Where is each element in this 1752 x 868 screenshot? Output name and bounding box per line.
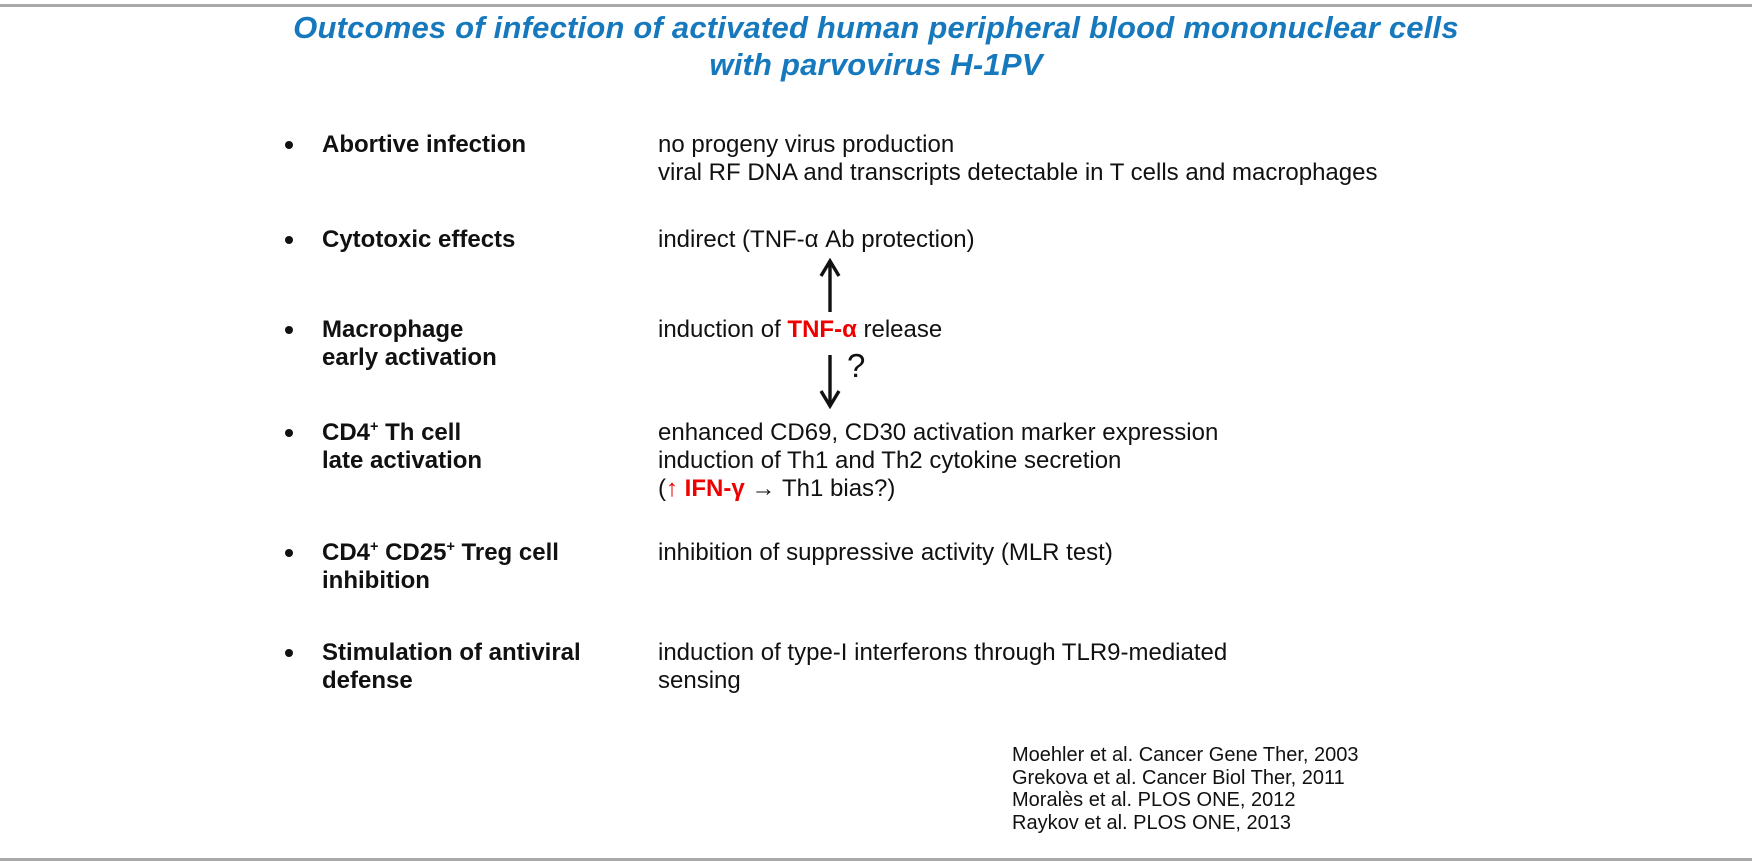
row-description: induction of type-I interferons through … <box>658 639 1227 695</box>
reference-item: Grekova et al. Cancer Biol Ther, 2011 <box>1012 766 1345 789</box>
row-desc-line: indirect (TNF-α Ab protection) <box>658 226 975 253</box>
row-label-line: inhibition <box>322 567 430 594</box>
row-desc-line: no progeny virus production <box>658 131 955 158</box>
row-label-line: late activation <box>322 447 483 474</box>
row-desc-line: inhibition of suppressive activity (MLR … <box>658 539 1113 566</box>
row-label: Cytotoxic effects <box>322 226 515 254</box>
row-desc-line: viral RF DNA and transcripts detectable … <box>658 159 1378 186</box>
row-label-line: defense <box>322 667 413 694</box>
question-mark: ? <box>847 347 866 384</box>
row-desc-line: enhanced CD69, CD30 activation marker ex… <box>658 419 1219 446</box>
row-label: Stimulation of antiviral defense <box>322 639 581 695</box>
row-label-line: CD4+ CD25+ Treg cell <box>322 539 559 566</box>
row-description: induction of TNF-α release <box>658 316 942 344</box>
reference-item: Raykov et al. PLOS ONE, 2013 <box>1012 811 1292 834</box>
row-label-line: Stimulation of antiviral <box>322 639 581 666</box>
page-title-line-1: Outcomes of infection of activated human… <box>293 10 1459 45</box>
row-label-line: Abortive infection <box>322 131 527 158</box>
page-title: Outcomes of infection of activated human… <box>0 9 1752 83</box>
slide-top-border <box>0 4 1752 7</box>
down-arrow-icon <box>814 353 846 410</box>
bullet-dot <box>285 429 293 437</box>
up-arrow-icon <box>814 257 846 314</box>
reference-item: Moehler et al. Cancer Gene Ther, 2003 <box>1012 744 1359 766</box>
row-label-line: early activation <box>322 344 497 371</box>
page-title-line-2: with parvovirus H-1PV <box>709 47 1043 82</box>
reference-item: Moralès et al. PLOS ONE, 2012 <box>1012 789 1296 811</box>
row-label-line: Cytotoxic effects <box>322 226 516 253</box>
bullet-dot <box>285 649 293 657</box>
row-desc-line: induction of type-I interferons through … <box>658 639 1228 666</box>
row-label-line: CD4+ Th cell <box>322 419 462 446</box>
row-label: CD4+ Th cell late activation <box>322 419 482 475</box>
row-desc-line: sensing <box>658 667 741 694</box>
row-label: Macrophage early activation <box>322 316 497 372</box>
slide-bottom-border <box>0 858 1752 861</box>
bullet-dot <box>285 141 293 149</box>
bullet-dot <box>285 326 293 334</box>
row-label: CD4+ CD25+ Treg cell inhibition <box>322 539 559 595</box>
references: Moehler et al. Cancer Gene Ther, 2003 Gr… <box>1012 744 1359 834</box>
row-label-line: Macrophage <box>322 316 464 343</box>
row-description: enhanced CD69, CD30 activation marker ex… <box>658 419 1218 503</box>
row-description: no progeny virus production viral RF DNA… <box>658 131 1377 187</box>
row-desc-line: induction of TNF-α release <box>658 316 943 343</box>
row-desc-line: induction of Th1 and Th2 cytokine secret… <box>658 447 1122 474</box>
row-description: indirect (TNF-α Ab protection) <box>658 226 975 254</box>
row-desc-line: (↑ IFN-γ → Th1 bias?) <box>658 475 896 502</box>
bullet-dot <box>285 236 293 244</box>
bullet-dot <box>285 549 293 557</box>
row-description: inhibition of suppressive activity (MLR … <box>658 539 1113 567</box>
row-label: Abortive infection <box>322 131 526 159</box>
